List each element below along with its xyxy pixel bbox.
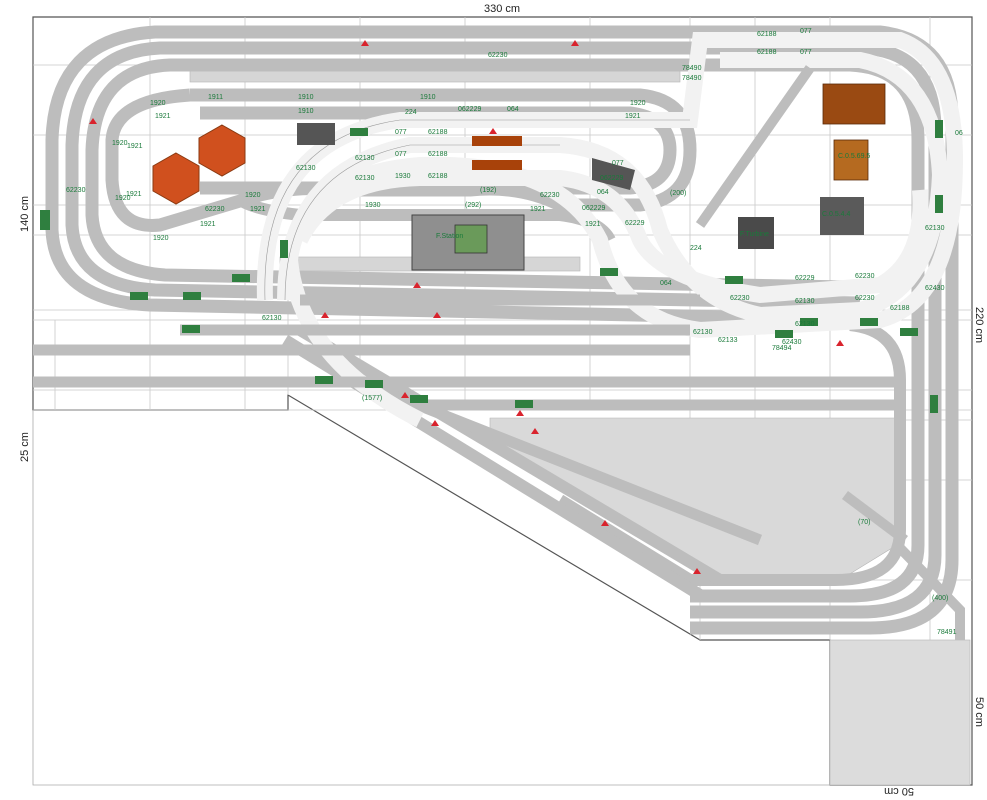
svg-text:62229: 62229 [625, 220, 645, 227]
svg-text:064: 064 [660, 280, 672, 287]
svg-text:62130: 62130 [795, 298, 815, 305]
svg-text:62188: 62188 [757, 49, 777, 56]
hexagon-roof-1 [198, 124, 246, 177]
station-label: F.Station [436, 233, 463, 240]
svg-text:78494: 78494 [772, 345, 792, 352]
hexagon-roof-2 [152, 152, 200, 205]
svg-text:(70): (70) [858, 519, 870, 526]
engine-label: F.Turbine [740, 231, 769, 238]
dimension-right: 220 cm [973, 307, 985, 343]
track-codes: 62188 077 62188 077 78490 78490 1911 191… [66, 28, 963, 636]
svg-text:077: 077 [395, 129, 407, 136]
svg-text:62230: 62230 [488, 52, 508, 59]
svg-text:1911: 1911 [208, 94, 223, 101]
svg-text:62130: 62130 [262, 315, 282, 322]
svg-text:62230: 62230 [205, 206, 225, 213]
svg-text:78490: 78490 [682, 75, 702, 82]
brown-bar-2 [472, 160, 522, 170]
svg-text:62188: 62188 [428, 151, 448, 158]
buildings: F.Station C.0.5.69.5 F.Turbine C.0.5.4.4 [152, 83, 886, 271]
dimension-small-left: 25 cm [19, 432, 31, 462]
svg-text:224: 224 [405, 109, 417, 116]
brown-shed-1 [822, 83, 886, 125]
svg-text:062229: 062229 [600, 175, 623, 182]
gray-block-1 [738, 217, 774, 249]
gray-block-3 [297, 123, 335, 145]
svg-text:1930: 1930 [365, 202, 381, 209]
svg-text:224: 224 [690, 245, 702, 252]
svg-text:62230: 62230 [66, 187, 86, 194]
svg-text:062229: 062229 [582, 205, 605, 212]
svg-text:62430: 62430 [925, 285, 945, 292]
svg-text:(200): (200) [670, 190, 686, 197]
svg-text:(1577): (1577) [362, 395, 382, 402]
svg-text:62130: 62130 [355, 155, 375, 162]
dimension-bottom-right-width: 50 cm [884, 785, 914, 797]
svg-text:1921: 1921 [126, 191, 142, 198]
svg-text:62130: 62130 [925, 225, 945, 232]
svg-text:077: 077 [612, 160, 624, 167]
brown-bar-1 [472, 136, 522, 146]
svg-text:077: 077 [395, 151, 407, 158]
svg-text:062229: 062229 [458, 106, 481, 113]
svg-text:06: 06 [955, 130, 963, 137]
svg-text:62188: 62188 [428, 129, 448, 136]
svg-text:62188: 62188 [428, 173, 448, 180]
svg-text:064: 064 [597, 189, 609, 196]
svg-text:78490: 78490 [682, 65, 702, 72]
station-building [411, 214, 525, 271]
svg-text:62188: 62188 [890, 305, 910, 312]
red-markers [89, 40, 844, 574]
svg-text:1910: 1910 [298, 94, 314, 101]
svg-text:(400): (400) [932, 595, 948, 602]
svg-text:62230: 62230 [540, 192, 560, 199]
svg-text:62230: 62230 [730, 295, 750, 302]
svg-text:62230: 62230 [855, 273, 875, 280]
svg-text:62130: 62130 [296, 165, 316, 172]
brown-shed-2 [833, 139, 869, 181]
gray-block-2 [820, 197, 864, 235]
dimension-left: 140 cm [19, 196, 31, 232]
svg-text:1921: 1921 [530, 206, 546, 213]
shed-label: C.0.5.69.5 [838, 153, 870, 160]
svg-text:1921: 1921 [200, 221, 216, 228]
svg-text:62130: 62130 [693, 329, 713, 336]
svg-text:1920: 1920 [153, 235, 169, 242]
svg-text:62229: 62229 [795, 275, 815, 282]
yard-tracks [33, 294, 905, 411]
dimension-bottom-right-height: 50 cm [973, 697, 985, 727]
svg-text:064: 064 [507, 106, 519, 113]
svg-text:077: 077 [800, 49, 812, 56]
svg-text:1921: 1921 [155, 113, 171, 120]
diagonal-spur [695, 65, 965, 640]
svg-text:1921: 1921 [585, 221, 601, 228]
svg-text:(292): (292) [465, 202, 481, 209]
svg-text:62133: 62133 [718, 337, 738, 344]
dimension-top: 330 cm [484, 3, 520, 15]
svg-text:78491: 78491 [937, 629, 957, 636]
svg-text:1920: 1920 [115, 195, 131, 202]
svg-text:1920: 1920 [245, 192, 261, 199]
svg-text:62188: 62188 [757, 31, 777, 38]
svg-text:62230: 62230 [855, 295, 875, 302]
svg-text:1930: 1930 [395, 173, 411, 180]
svg-text:1921: 1921 [250, 206, 266, 213]
svg-text:62130: 62130 [795, 321, 815, 328]
svg-text:62130: 62130 [355, 175, 375, 182]
dark-wedge [592, 158, 635, 190]
svg-text:1910: 1910 [298, 108, 314, 115]
block-label: C.0.5.4.4 [822, 211, 851, 218]
svg-text:1920: 1920 [630, 100, 646, 107]
signals [40, 120, 943, 413]
svg-text:077: 077 [800, 28, 812, 35]
svg-text:1910: 1910 [420, 94, 436, 101]
svg-text:62430: 62430 [782, 339, 802, 346]
upper-level-tracks [256, 32, 964, 428]
svg-text:1920: 1920 [112, 140, 128, 147]
svg-text:(192): (192) [480, 187, 496, 194]
svg-text:1921: 1921 [127, 143, 143, 150]
svg-text:1920: 1920 [150, 100, 166, 107]
svg-text:1921: 1921 [625, 113, 641, 120]
